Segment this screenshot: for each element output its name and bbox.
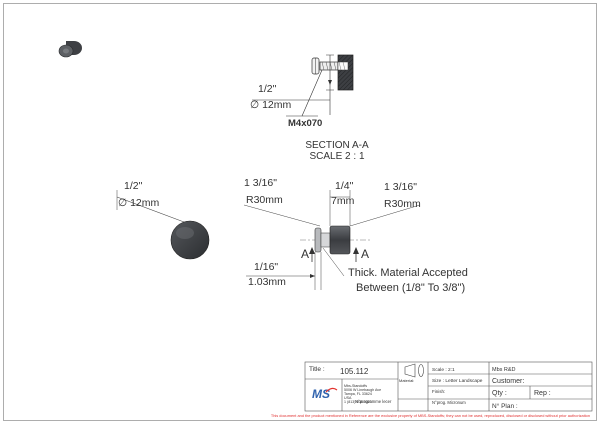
thread-callout: M4x070 xyxy=(288,118,322,129)
address-line-2: 5006 W Linebaugh Ave xyxy=(344,388,381,392)
material-field: Material: xyxy=(399,378,414,383)
left-radius-mm: R30mm xyxy=(246,194,283,206)
address-line-4: USA xyxy=(344,396,352,400)
gap-mm: 1.03mm xyxy=(248,276,286,288)
section-mark-left: A xyxy=(301,247,309,261)
section-view xyxy=(252,54,354,117)
sheet-border xyxy=(3,3,597,421)
company-field: Mbs R&D xyxy=(492,367,516,373)
qty-field: Qty : xyxy=(492,390,507,397)
section-inch-label: 1/2" xyxy=(258,83,277,95)
section-scale: SCALE 2 : 1 xyxy=(309,151,364,162)
material-note-line2: Between (1/8" To 3/8") xyxy=(356,282,465,294)
programme-field: N°programme lecer xyxy=(355,399,392,404)
front-metric-label: ∅ 12mm xyxy=(118,197,159,209)
scale-field: Scale : 2:1 xyxy=(432,367,455,373)
title-block xyxy=(304,361,593,412)
finish-field: Finish: xyxy=(432,389,445,394)
width-inch: 1/4" xyxy=(335,180,354,192)
address-line-1: Mbs-Standoffs xyxy=(344,384,367,388)
rep-field: Rep : xyxy=(534,390,551,397)
isometric-thumbnail xyxy=(58,41,82,58)
front-inch-label: 1/2" xyxy=(124,180,143,192)
size-field: Size : Letter Landscape xyxy=(432,378,483,384)
company-logo: MS xyxy=(310,383,338,405)
gap-inch: 1/16" xyxy=(254,261,278,273)
prog-micronum-field: N°prog. Micronum xyxy=(432,400,466,405)
section-metric-label: ∅ 12mm xyxy=(250,99,291,111)
customer-field: Customer: xyxy=(492,378,524,385)
right-radius-inch: 1 3/16" xyxy=(384,181,417,193)
title-value: 105.112 xyxy=(340,367,369,376)
svg-text:MS: MS xyxy=(312,387,330,401)
address-line-3: Tampa, FL 33624 xyxy=(344,392,372,396)
section-mark-right: A xyxy=(361,247,369,261)
side-view xyxy=(243,190,421,290)
plan-no-field: N° Plan : xyxy=(492,402,518,410)
footer-note: This document and the product mentioned … xyxy=(271,413,590,418)
width-mm: 7mm xyxy=(331,195,355,207)
left-radius-inch: 1 3/16" xyxy=(244,177,277,189)
material-note-line1: Thick. Material Accepted xyxy=(348,267,468,279)
section-title: SECTION A-A xyxy=(305,140,369,151)
address-line-5: 1 (813) 508-8020 xyxy=(344,400,372,404)
front-view xyxy=(116,190,210,260)
title-label: Title : xyxy=(309,366,325,373)
projection-symbol xyxy=(404,363,424,378)
right-radius-mm: R30mm xyxy=(384,198,421,210)
